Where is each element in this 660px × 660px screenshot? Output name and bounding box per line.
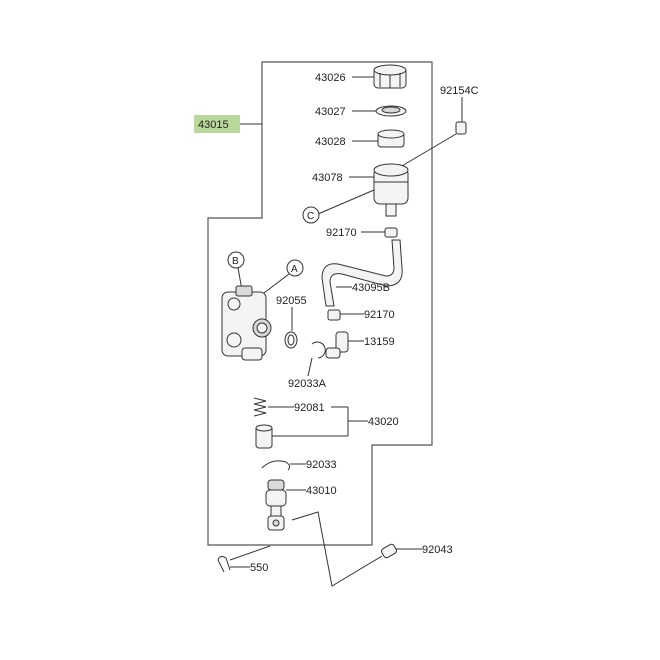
label-43010: 43010 (306, 485, 337, 497)
label-43028: 43028 (315, 136, 346, 148)
master-cylinder-body-part[interactable] (221, 285, 272, 361)
spring-92081-part[interactable] (253, 397, 267, 417)
label-13159: 13159 (364, 336, 395, 348)
bracket-43020 (331, 406, 368, 436)
o-ring-92055-part[interactable] (284, 331, 298, 349)
svg-text:A: A (291, 264, 298, 275)
hose-part[interactable] (321, 239, 403, 307)
piston-part[interactable] (255, 424, 273, 449)
label-43026: 43026 (315, 72, 346, 84)
label-92154c: 92154C (440, 85, 479, 97)
label-92081: 92081 (294, 402, 325, 414)
fitting-13159-part[interactable] (325, 331, 349, 359)
callout-b: B (227, 251, 245, 291)
assembly-frame (207, 61, 433, 546)
svg-text:43015: 43015 (198, 119, 229, 131)
label-92170-lower: 92170 (364, 309, 395, 321)
label-92055: 92055 (276, 295, 307, 307)
label-92033: 92033 (306, 459, 337, 471)
bolt-92154c-part[interactable] (394, 121, 467, 171)
label-43020: 43020 (368, 416, 399, 428)
reservoir-plate-part[interactable] (375, 105, 407, 117)
svg-text:C: C (307, 211, 314, 222)
reservoir-cap-part[interactable] (373, 64, 407, 89)
push-rod-part[interactable] (265, 479, 287, 531)
circlip-92033-part[interactable] (261, 460, 291, 471)
callout-c: C (302, 189, 375, 224)
label-92043: 92043 (422, 544, 453, 556)
label-92170-upper: 92170 (326, 227, 357, 239)
label-43078: 43078 (312, 172, 343, 184)
cotter-pin-550-part[interactable] (217, 545, 271, 573)
callout-a: A (259, 259, 304, 297)
reservoir-part[interactable] (373, 163, 409, 217)
label-43015[interactable]: 43015 (194, 115, 262, 133)
clamp-upper-part[interactable] (384, 227, 398, 238)
diaphragm-part[interactable] (377, 129, 405, 148)
label-92033a: 92033A (288, 378, 327, 390)
clamp-lower-part[interactable] (327, 309, 341, 321)
svg-text:B: B (232, 256, 239, 267)
label-550: 550 (250, 562, 268, 574)
circlip-92033a-part[interactable] (311, 341, 326, 359)
label-43095b: 43095B (352, 282, 390, 294)
pin-92043-part[interactable] (291, 511, 398, 587)
label-43027: 43027 (315, 106, 346, 118)
